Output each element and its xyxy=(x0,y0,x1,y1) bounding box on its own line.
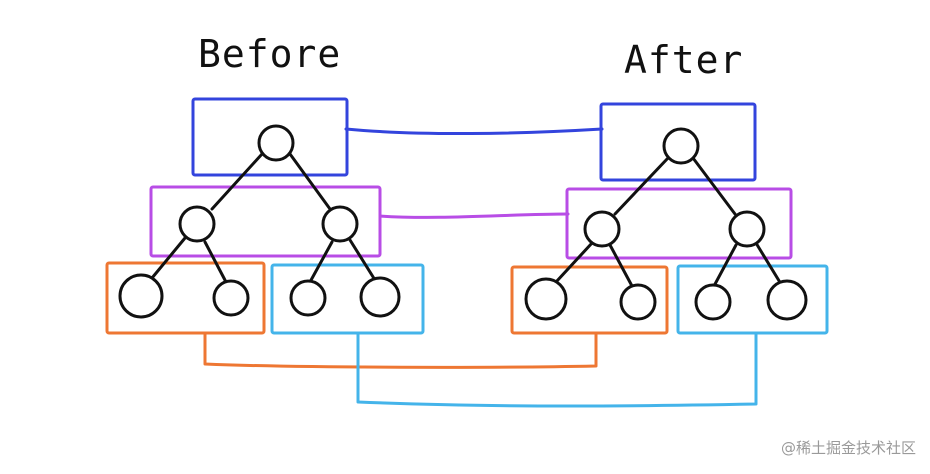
link-level3-right xyxy=(356,331,758,408)
before-edge-right-leaf2 xyxy=(348,238,377,282)
after-level2-box xyxy=(565,187,793,260)
after-edge-root-left xyxy=(613,156,670,216)
after-title: After xyxy=(624,38,744,82)
link-level2 xyxy=(378,212,570,219)
before-mid-left-node xyxy=(178,205,216,243)
after-edge-right-leaf1 xyxy=(712,243,738,288)
after-edge-root-right xyxy=(691,156,737,216)
before-edge-root-right xyxy=(288,152,332,211)
after-level3-right-box xyxy=(676,264,829,335)
before-edge-left-leaf1 xyxy=(150,236,187,280)
before-leaf-node-2 xyxy=(212,279,250,317)
after-edge-left-leaf2 xyxy=(608,243,634,288)
after-edge-left-leaf1 xyxy=(554,241,594,284)
link-level3-left xyxy=(203,331,598,369)
before-level3-left-box xyxy=(105,261,266,335)
after-level1-box xyxy=(599,102,757,182)
after-edge-right-leaf2 xyxy=(754,241,783,286)
before-root-node xyxy=(257,124,295,162)
before-title: Before xyxy=(198,32,342,76)
after-leaf-node-3 xyxy=(694,283,732,321)
before-leaf-node-4 xyxy=(359,276,401,318)
before-edge-right-leaf1 xyxy=(308,240,334,284)
after-mid-left-node xyxy=(583,210,621,248)
after-leaf-node-2 xyxy=(619,283,657,321)
before-level3-right-box xyxy=(270,263,425,335)
after-root-node xyxy=(662,127,700,165)
watermark: @稀土掘金技术社区 xyxy=(780,439,916,457)
after-mid-right-node xyxy=(728,210,766,248)
after-leaf-node-1 xyxy=(524,277,568,321)
before-leaf-node-3 xyxy=(289,279,327,317)
after-leaf-node-4 xyxy=(766,279,808,321)
before-level1-box xyxy=(191,97,349,177)
before-leaf-node-1 xyxy=(118,273,164,319)
before-edge-root-left xyxy=(210,152,264,211)
before-mid-right-node xyxy=(321,205,359,243)
before-edge-left-leaf2 xyxy=(203,240,228,284)
after-level3-left-box xyxy=(510,265,669,335)
link-level1 xyxy=(344,127,604,136)
before-level2-box xyxy=(149,185,382,258)
